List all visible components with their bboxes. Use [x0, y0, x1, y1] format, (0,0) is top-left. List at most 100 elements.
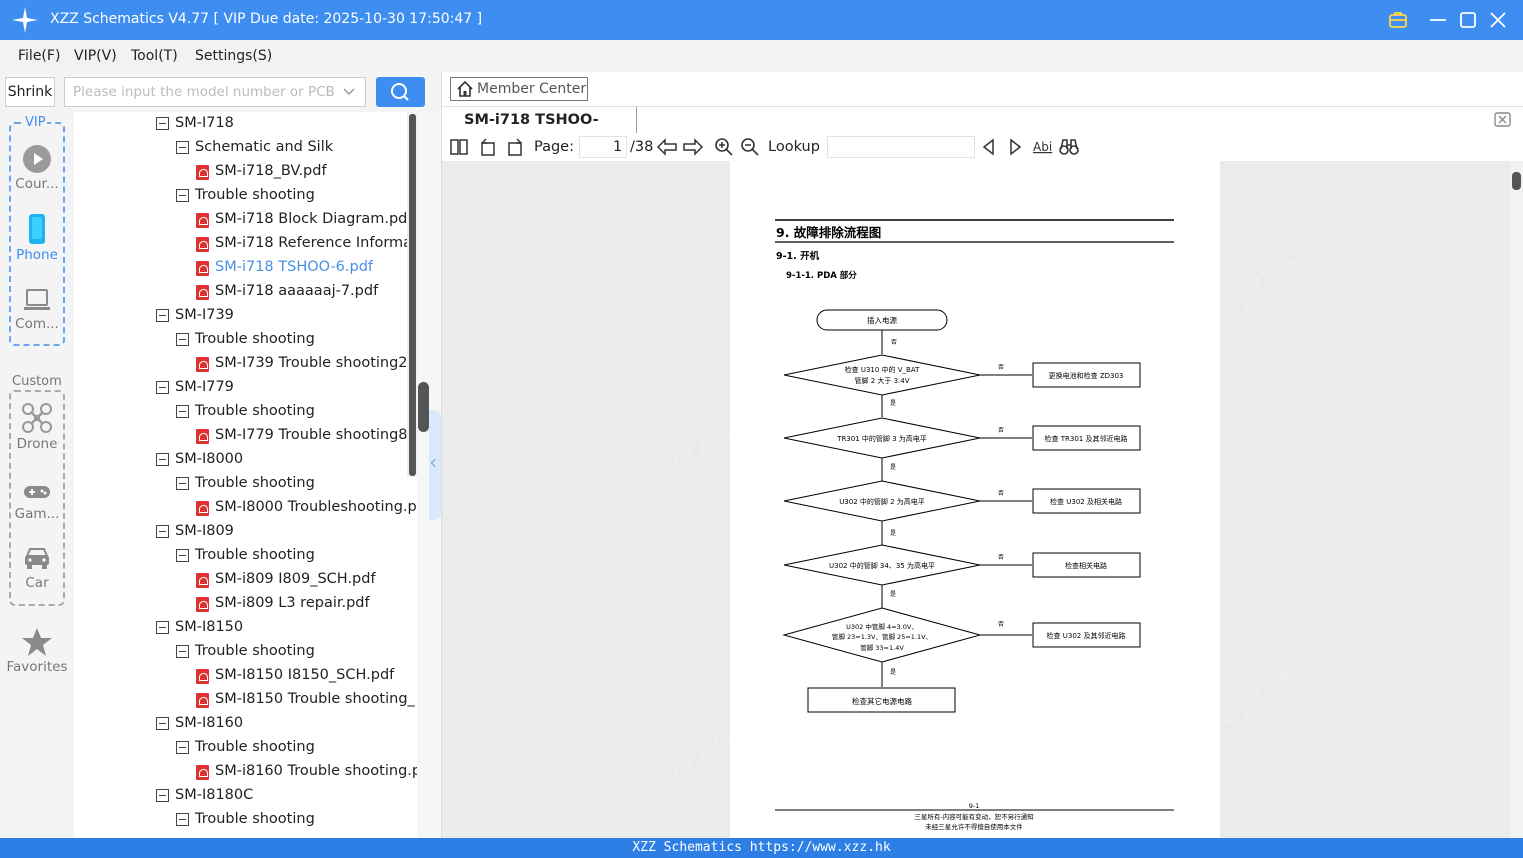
tree-folder-item[interactable]: Trouble shooting — [74, 640, 417, 664]
pdf-file-icon[interactable] — [196, 597, 209, 612]
menu-vip[interactable]: VIP(V) — [74, 48, 117, 64]
menu-file[interactable]: File(F) — [18, 48, 61, 64]
lookup-input[interactable] — [827, 136, 975, 158]
zoom-out-icon[interactable] — [740, 137, 760, 157]
tree-folder-item[interactable]: SM-I8160 — [74, 712, 417, 736]
tree-file-item[interactable]: SM-i718 TSHOO-6.pdf — [74, 256, 417, 280]
tree-file-item[interactable]: SM-i809 L3 repair.pdf — [74, 592, 417, 616]
tree-scrollbar-thumb[interactable] — [409, 114, 416, 476]
rotate-right-icon[interactable] — [505, 137, 525, 157]
tree-file-item[interactable]: SM-I739 Trouble shooting2.pdf — [74, 352, 417, 376]
tree-folder-item[interactable]: SM-I8000 — [74, 448, 417, 472]
pdf-file-icon[interactable] — [196, 165, 209, 180]
close-icon[interactable] — [1486, 8, 1510, 32]
tree-file-item[interactable]: SM-i718_BV.pdf — [74, 160, 417, 184]
pdf-file-icon[interactable] — [196, 429, 209, 444]
two-page-icon[interactable] — [449, 137, 469, 157]
pdf-file-icon[interactable] — [196, 693, 209, 708]
collapse-toggle-icon[interactable] — [156, 381, 169, 394]
tree-folder-item[interactable]: Trouble shooting — [74, 184, 417, 208]
menu-settings[interactable]: Settings(S) — [195, 48, 273, 64]
tree-file-item[interactable]: SM-i718 Block Diagram.pdf — [74, 208, 417, 232]
close-tab-icon[interactable] — [1494, 111, 1512, 127]
minimize-icon[interactable] — [1426, 8, 1450, 32]
tree-folder-item[interactable]: SM-I739 — [74, 304, 417, 328]
pdf-file-icon[interactable] — [196, 285, 209, 300]
zoom-in-icon[interactable] — [714, 137, 734, 157]
tree-file-item[interactable]: SM-i718 aaaaaaj-7.pdf — [74, 280, 417, 304]
pdf-file-icon[interactable] — [196, 237, 209, 252]
pdf-file-icon[interactable] — [196, 213, 209, 228]
splitter-handle[interactable] — [418, 382, 429, 432]
collapse-toggle-icon[interactable] — [156, 789, 169, 802]
collapse-toggle-icon[interactable] — [176, 405, 189, 418]
shrink-button[interactable]: Shrink — [5, 77, 55, 107]
collapse-pane-button[interactable] — [429, 410, 441, 520]
pdf-file-icon[interactable] — [196, 357, 209, 372]
nav-item-computer[interactable]: Com... — [0, 286, 74, 332]
tree-folder-item[interactable]: SM-I8150 — [74, 616, 417, 640]
pdf-file-icon[interactable] — [196, 765, 209, 780]
maximize-icon[interactable] — [1456, 8, 1480, 32]
tree-folder-item[interactable]: SM-I809 — [74, 520, 417, 544]
tree-file-item[interactable]: SM-I8150 Trouble shooting_ — [74, 688, 417, 712]
tree-file-item[interactable]: SM-i8160 Trouble shooting.pdf — [74, 760, 417, 784]
pdf-file-icon[interactable] — [196, 261, 209, 276]
nav-item-favorites[interactable]: Favorites — [0, 627, 74, 675]
collapse-toggle-icon[interactable] — [176, 549, 189, 562]
pdf-file-icon[interactable] — [196, 669, 209, 684]
collapse-toggle-icon[interactable] — [156, 525, 169, 538]
collapse-toggle-icon[interactable] — [176, 813, 189, 826]
viewer-scrollbar-thumb[interactable] — [1512, 172, 1521, 190]
next-page-icon[interactable] — [682, 137, 704, 157]
find-prev-icon[interactable] — [980, 137, 998, 157]
collapse-toggle-icon[interactable] — [156, 453, 169, 466]
tree-file-item[interactable]: SM-i809 I809_SCH.pdf — [74, 568, 417, 592]
tree-folder-item[interactable]: Trouble shooting — [74, 472, 417, 496]
tree-folder-item[interactable]: SM-I779 — [74, 376, 417, 400]
collapse-toggle-icon[interactable] — [176, 189, 189, 202]
search-button[interactable] — [376, 77, 425, 107]
collapse-toggle-icon[interactable] — [156, 717, 169, 730]
tree-folder-item[interactable]: Trouble shooting — [74, 328, 417, 352]
tree-folder-item[interactable]: Trouble shooting — [74, 808, 417, 832]
viewer-scrollbar[interactable] — [1510, 161, 1523, 838]
collapse-toggle-icon[interactable] — [176, 477, 189, 490]
collapse-toggle-icon[interactable] — [176, 645, 189, 658]
tree-file-item[interactable]: SM-I8150 I8150_SCH.pdf — [74, 664, 417, 688]
nav-item-courses[interactable]: Cour... — [0, 144, 74, 192]
nav-item-game[interactable]: Gam... — [0, 480, 74, 522]
tree-file-item[interactable]: SM-i718 Reference Information.pdf — [74, 232, 417, 256]
chevron-down-icon[interactable] — [342, 85, 356, 99]
menu-tool[interactable]: Tool(T) — [131, 48, 178, 64]
match-case-icon[interactable]: Abi — [1032, 137, 1054, 157]
collapse-toggle-icon[interactable] — [176, 741, 189, 754]
search-input[interactable]: Please input the model number or PCB — [64, 77, 366, 107]
document-viewer[interactable]: XZZ@XZZHK XZZ@XZZHK XZZ@XZZHK XZZ@XZZHK … — [442, 161, 1510, 838]
tree-folder-item[interactable]: Trouble shooting — [74, 736, 417, 760]
pdf-file-icon[interactable] — [196, 573, 209, 588]
nav-item-phone[interactable]: Phone — [0, 213, 74, 263]
collapse-toggle-icon[interactable] — [176, 141, 189, 154]
page-input[interactable]: 1 — [579, 136, 627, 158]
find-next-icon[interactable] — [1006, 137, 1024, 157]
tree-file-item[interactable]: SM-I8000 Troubleshooting.pdf — [74, 496, 417, 520]
member-center-button[interactable]: Member Center — [450, 77, 588, 101]
binoculars-icon[interactable] — [1058, 137, 1080, 157]
collapse-toggle-icon[interactable] — [156, 117, 169, 130]
rotate-left-icon[interactable] — [478, 137, 498, 157]
tree-folder-item[interactable]: Trouble shooting — [74, 400, 417, 424]
nav-item-car[interactable]: Car — [0, 545, 74, 591]
tree-folder-item[interactable]: SM-I718 — [74, 112, 417, 136]
tab-pdf[interactable]: SM-i718 TSHOO-6.pdf — [452, 107, 637, 154]
collapse-toggle-icon[interactable] — [176, 333, 189, 346]
tree-folder-item[interactable]: Trouble shooting — [74, 544, 417, 568]
collapse-toggle-icon[interactable] — [156, 621, 169, 634]
pdf-file-icon[interactable] — [196, 501, 209, 516]
prev-page-icon[interactable] — [656, 137, 678, 157]
tree-file-item[interactable]: SM-I779 Trouble shooting8.pdf — [74, 424, 417, 448]
tree-folder-item[interactable]: SM-I8180C — [74, 784, 417, 808]
tree-folder-item[interactable]: Schematic and Silk — [74, 136, 417, 160]
briefcase-icon[interactable] — [1386, 8, 1410, 32]
collapse-toggle-icon[interactable] — [156, 309, 169, 322]
